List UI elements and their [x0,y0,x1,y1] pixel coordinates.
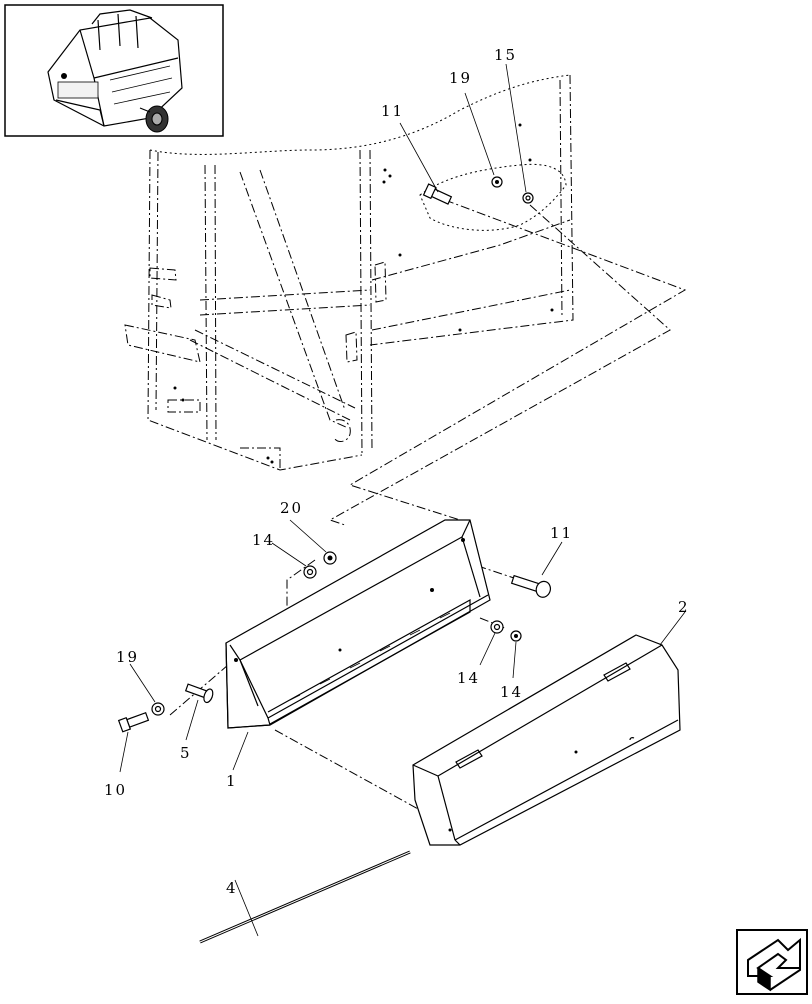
callout-2: 2 [678,598,690,616]
callout-1: 1 [226,772,238,790]
callout-11-upper: 11 [381,102,404,120]
baler-frame-phantom [124,74,574,471]
part-2-cover [412,634,681,846]
baler-thumbnail-icon [4,4,224,137]
callout-4: 4 [226,879,238,897]
callout-20: 20 [280,499,303,517]
next-page-arrow-icon[interactable] [736,929,808,995]
hardware-fasteners [117,176,552,733]
callout-14-left: 19 [116,648,139,666]
callout-19-upper: 19 [449,69,472,87]
callout-leader-lines [119,63,686,937]
callout-14-upper: 14 [252,531,275,549]
callout-labels: 11 19 15 20 14 11 2 14 14 19 5 10 1 4 [104,46,690,897]
callout-14-right: 14 [457,669,480,687]
callout-5: 5 [180,744,192,762]
part-1-support-tray [225,519,491,729]
callout-10: 10 [104,781,127,799]
callout-11-lower: 11 [550,524,573,542]
callout-19-lower: 14 [500,683,523,701]
part-4-rod [199,850,411,944]
callout-15: 15 [494,46,517,64]
